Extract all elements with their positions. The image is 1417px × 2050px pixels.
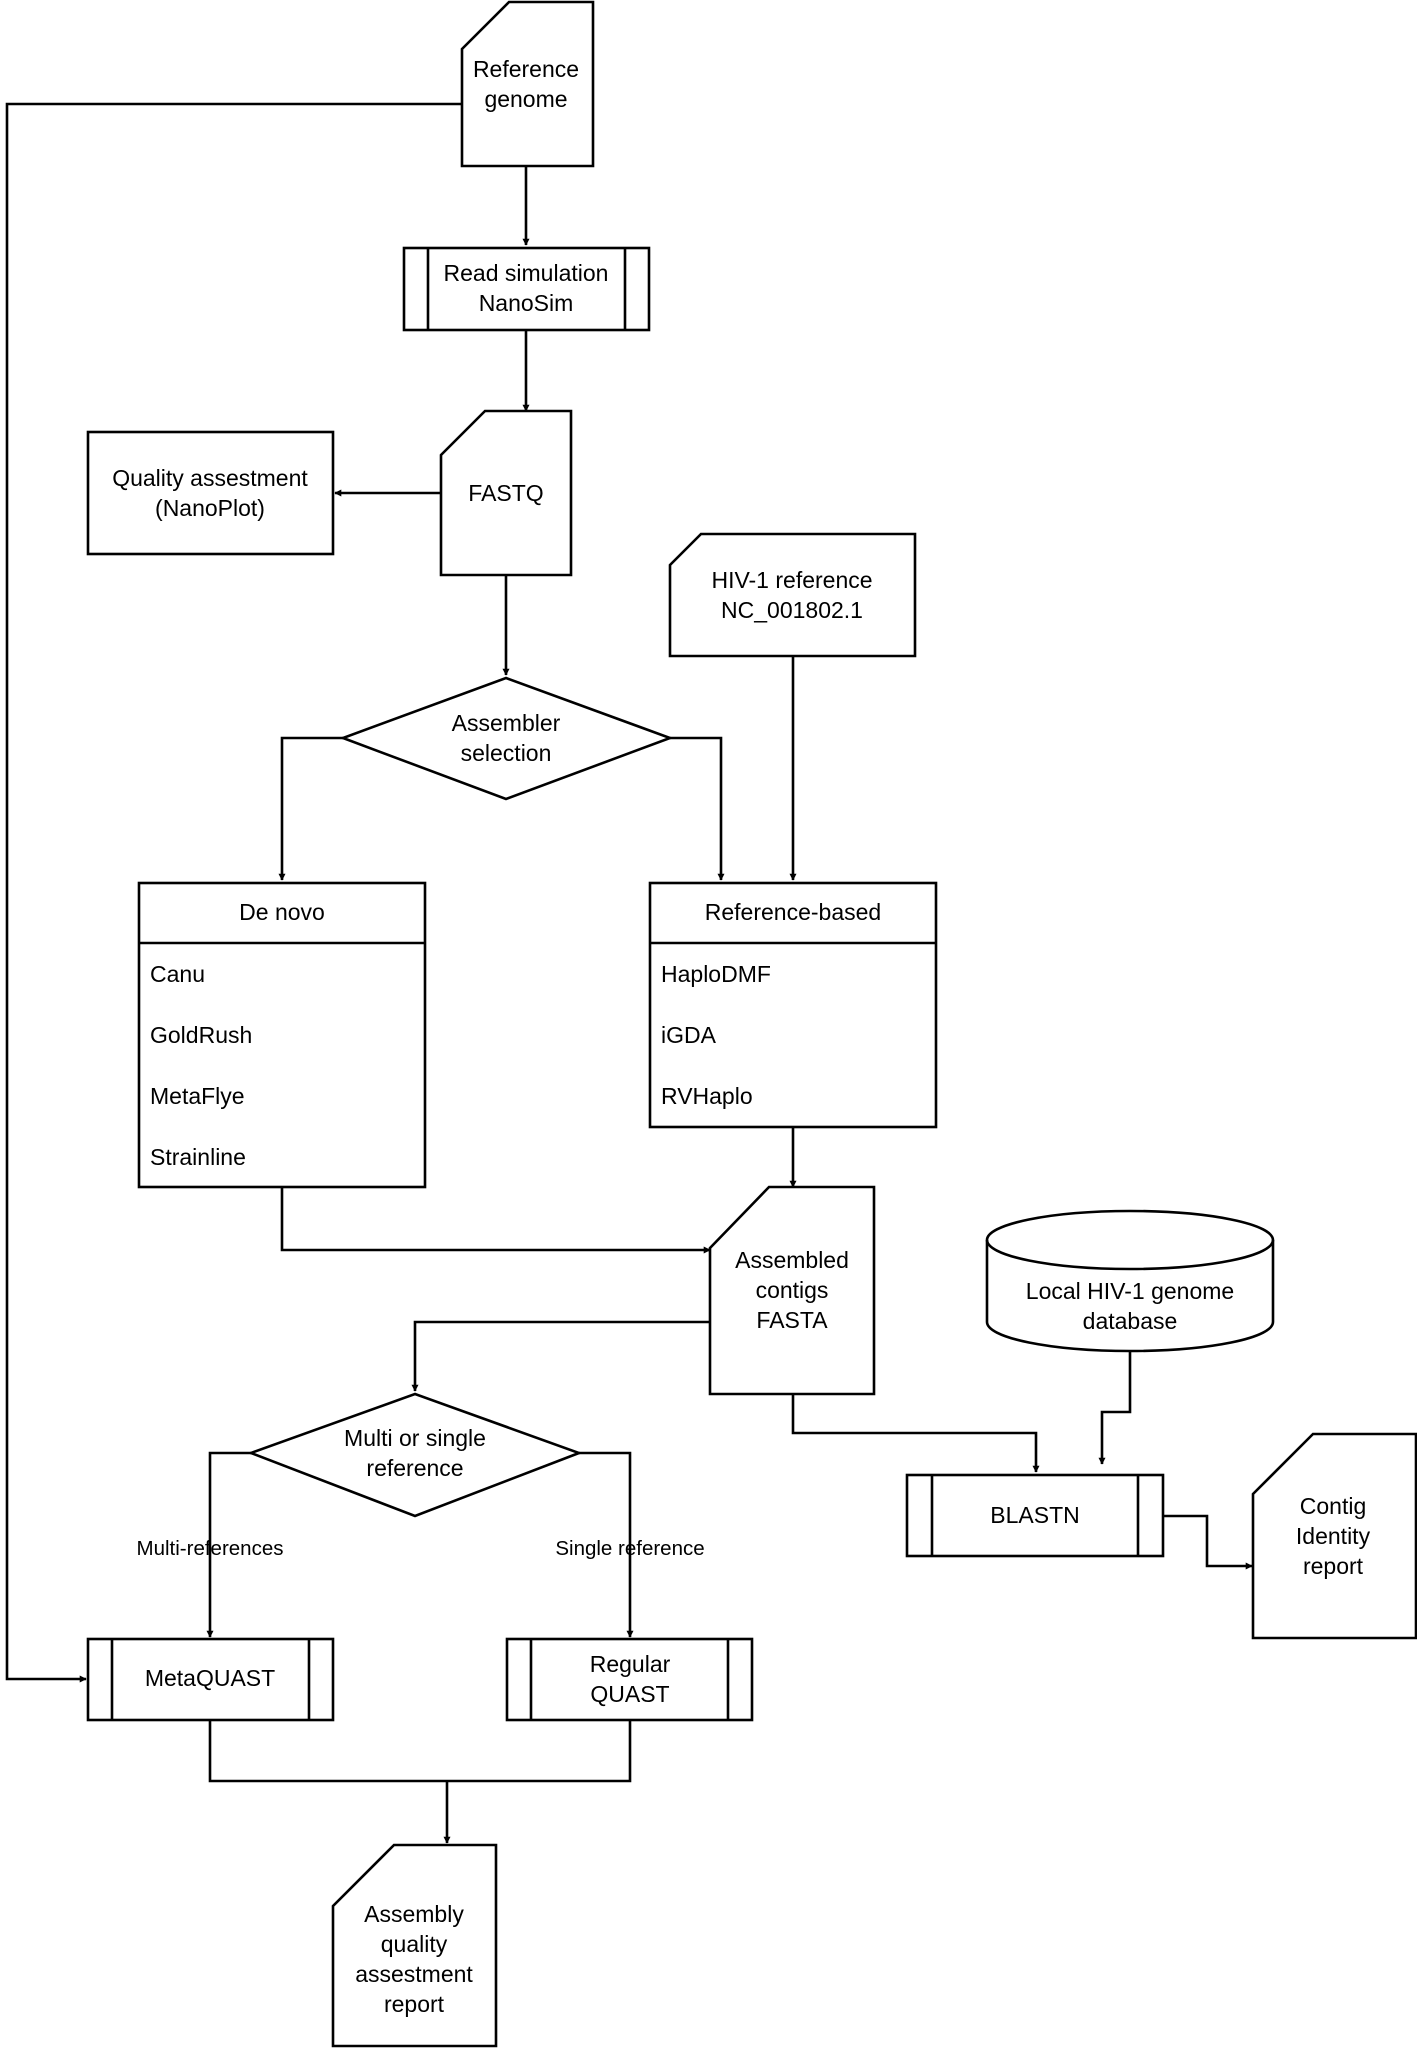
- node-label: report: [1303, 1553, 1364, 1579]
- node-label: reference: [366, 1455, 463, 1481]
- node-label: selection: [461, 740, 552, 766]
- decision-shape: [339, 676, 674, 801]
- cylinder-shape: [985, 1209, 1275, 1353]
- edge-multisingle-to-regular: [579, 1451, 634, 1638]
- contig-identity-report-node: Contig Identity report: [1251, 1432, 1417, 1640]
- hiv1-reference-node: HIV-1 reference NC_001802.1: [668, 532, 917, 658]
- edge-label-multi-references: Multi-references: [137, 1537, 284, 1560]
- list-item: GoldRush: [150, 1022, 252, 1048]
- node-label: (NanoPlot): [155, 495, 265, 521]
- edge-reference-to-metaquast: [5, 102, 462, 1683]
- node-label: Multi or single: [344, 1425, 486, 1451]
- node-label: contigs: [756, 1277, 829, 1303]
- node-label: Assembly: [364, 1901, 464, 1927]
- read-simulation-node: Read simulation NanoSim: [402, 246, 651, 332]
- fastq-node: FASTQ: [439, 409, 573, 577]
- process-shape: [905, 1473, 1165, 1558]
- node-label: genome: [484, 86, 567, 112]
- node-label: Quality assestment: [112, 465, 308, 491]
- card-shape: [668, 532, 917, 658]
- edge-selection-to-refbased: [670, 736, 725, 881]
- node-label: Reference: [473, 56, 579, 82]
- list-item: MetaFlye: [150, 1083, 245, 1109]
- node-label: Contig: [1300, 1493, 1366, 1519]
- edge-label-single-reference: Single reference: [555, 1537, 704, 1560]
- process-shape: [86, 1637, 335, 1722]
- edge-denovo-to-contigs: [280, 1187, 711, 1254]
- node-label: HIV-1 reference: [711, 567, 872, 593]
- list-shape: [648, 881, 938, 1129]
- de-novo-node: De novo Canu GoldRush MetaFlye Strainlin…: [137, 881, 427, 1189]
- document-shape: [460, 0, 595, 168]
- list-item: Canu: [150, 961, 205, 987]
- node-label: Read simulation: [444, 260, 609, 286]
- node-label: BLASTN: [990, 1502, 1079, 1528]
- list-item: Strainline: [150, 1144, 246, 1170]
- node-label: assestment: [355, 1961, 473, 1987]
- node-label: Identity: [1296, 1523, 1371, 1549]
- local-database-node: Local HIV-1 genome database: [985, 1209, 1275, 1353]
- node-label: Assembler: [452, 710, 561, 736]
- edge-metaquast-to-merge: [208, 1720, 632, 1783]
- list-shape: [137, 881, 427, 1189]
- node-label: report: [384, 1991, 445, 2017]
- node-label: NanoSim: [479, 290, 574, 316]
- node-label: FASTA: [756, 1307, 828, 1333]
- node-label: MetaQUAST: [145, 1665, 275, 1691]
- assembly-quality-report-node: Assembly quality assestment report: [331, 1843, 498, 2048]
- process-shape: [86, 430, 335, 556]
- node-label: Local HIV-1 genome: [1026, 1278, 1234, 1304]
- assembler-selection-node: Assembler selection: [339, 676, 674, 801]
- list-item: HaploDMF: [661, 961, 771, 987]
- reference-genome-node: Reference genome: [460, 0, 595, 168]
- edge-blastn-to-contig-report: [1164, 1514, 1253, 1570]
- quality-assessment-node: Quality assestment (NanoPlot): [86, 430, 335, 556]
- edge-contigs-to-multisingle: [411, 1320, 710, 1392]
- list-item: RVHaplo: [661, 1083, 753, 1109]
- edges: [5, 102, 1253, 1844]
- node-label: quality: [381, 1931, 448, 1957]
- assembled-contigs-node: Assembled contigs FASTA: [708, 1185, 876, 1396]
- document-shape: [1251, 1432, 1417, 1640]
- edge-selection-to-denovo: [278, 736, 343, 881]
- node-label: FASTQ: [468, 480, 543, 506]
- list-title: Reference-based: [705, 899, 881, 925]
- reference-based-node: Reference-based HaploDMF iGDA RVHaplo: [648, 881, 938, 1129]
- node-label: Assembled: [735, 1247, 849, 1273]
- document-shape: [439, 409, 573, 577]
- list-title: De novo: [239, 899, 325, 925]
- document-shape: [331, 1843, 498, 2048]
- blastn-node: BLASTN: [905, 1473, 1165, 1558]
- metaquast-node: MetaQUAST: [86, 1637, 335, 1722]
- multi-or-single-node: Multi or single reference: [247, 1392, 583, 1518]
- decision-shape: [247, 1392, 583, 1518]
- regular-quast-node: Regular QUAST: [505, 1637, 754, 1722]
- node-label: Regular: [590, 1651, 671, 1677]
- node-label: QUAST: [590, 1681, 669, 1707]
- document-shape: [708, 1185, 876, 1396]
- edge-contigs-to-blastn: [791, 1394, 1040, 1473]
- process-shape: [402, 246, 651, 332]
- list-item: iGDA: [661, 1022, 717, 1048]
- node-label: NC_001802.1: [721, 597, 863, 623]
- process-shape: [505, 1637, 754, 1722]
- edge-multisingle-to-metaquast: [206, 1451, 251, 1638]
- node-label: database: [1083, 1308, 1178, 1334]
- edge-database-to-blastn: [1098, 1351, 1132, 1465]
